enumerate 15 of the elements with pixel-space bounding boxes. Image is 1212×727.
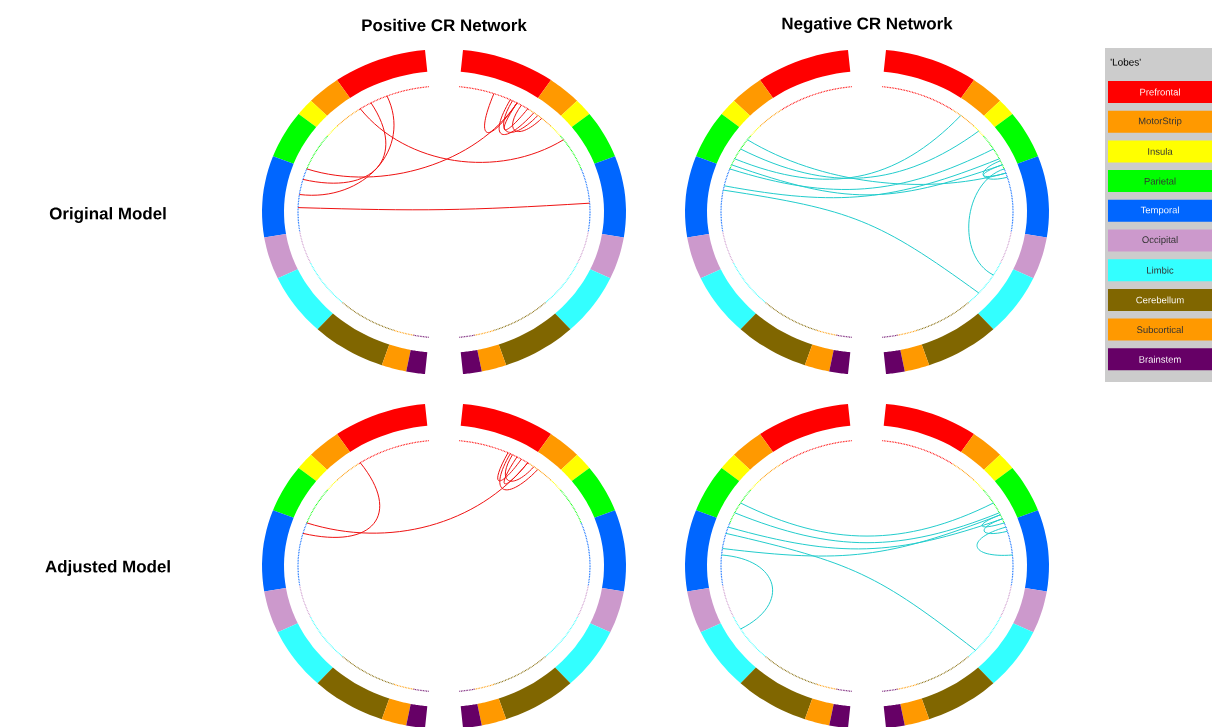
legend-item: Occipital	[1108, 229, 1212, 252]
legend-item: Temporal	[1108, 199, 1212, 222]
legend-item: Brainstem	[1108, 348, 1212, 371]
legend-item: Subcortical	[1108, 318, 1212, 341]
legend-item: Prefrontal	[1108, 81, 1212, 103]
legend-item: Limbic	[1108, 259, 1212, 282]
legend-title: 'Lobes'	[1110, 58, 1141, 66]
column-heading: Negative CR Network	[782, 17, 953, 33]
legend-item: Insula	[1108, 140, 1212, 163]
row-label: Adjusted Model	[45, 560, 170, 576]
legend-item: MotorStrip	[1108, 110, 1212, 133]
row-label: Original Model	[49, 207, 166, 223]
legend-item: Cerebellum	[1108, 288, 1212, 311]
legend-item: Parietal	[1108, 170, 1212, 193]
column-heading: Positive CR Network	[362, 18, 527, 32]
